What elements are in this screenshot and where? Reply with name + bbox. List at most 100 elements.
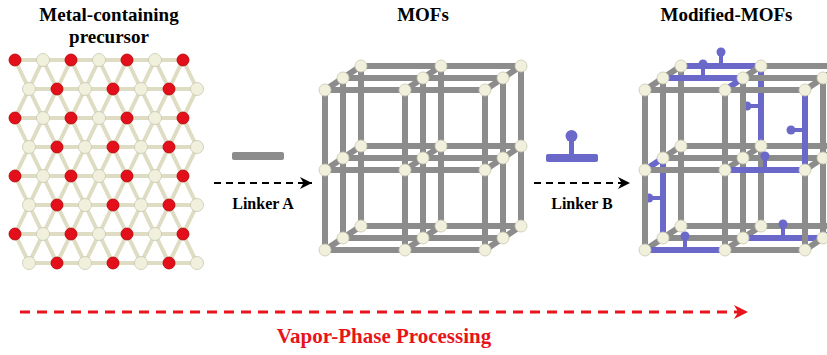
panel-heading: Modified-MOFs <box>630 4 823 26</box>
metal-node <box>657 72 669 84</box>
metal-node <box>399 84 411 96</box>
metal-node <box>417 232 429 244</box>
illustration-panel: Metal-containing precursor <box>4 4 214 312</box>
metal-node <box>337 152 349 164</box>
linker-b-icon <box>546 130 598 162</box>
metal-atom <box>23 199 36 212</box>
metal-atom <box>23 257 36 270</box>
metal-node <box>319 84 331 96</box>
metal-node <box>657 232 669 244</box>
linker-strut <box>761 63 827 69</box>
oxygen-atom <box>163 199 175 211</box>
oxygen-atom <box>9 170 21 182</box>
metal-node <box>319 164 331 176</box>
metal-node <box>355 220 367 232</box>
oxygen-atom <box>65 228 77 240</box>
linker-strut <box>325 167 405 173</box>
metal-node <box>799 244 811 256</box>
modified-mof-framework <box>639 48 827 257</box>
linker-strut <box>761 223 827 229</box>
linker-side-group <box>717 48 726 57</box>
linker-strut <box>361 143 441 149</box>
linker-strut <box>722 170 728 250</box>
linker-side-group <box>761 152 770 161</box>
metal-node <box>799 164 811 176</box>
metal-node <box>737 232 749 244</box>
metal-node <box>755 220 767 232</box>
linker-strut <box>343 235 423 241</box>
metal-node <box>675 60 687 72</box>
linker-strut <box>663 235 743 241</box>
oxygen-atom <box>177 54 189 66</box>
oxygen-atom <box>107 257 119 269</box>
metal-atom <box>37 112 50 125</box>
oxygen-atom <box>177 228 189 240</box>
linker-strut <box>423 155 503 161</box>
linker-strut <box>500 158 506 238</box>
linker-strut <box>361 223 441 229</box>
linker-strut <box>681 223 761 229</box>
linker-strut <box>441 63 521 69</box>
metal-atom <box>37 54 50 67</box>
metal-node <box>497 72 509 84</box>
linker-strut <box>325 247 405 253</box>
linker-strut <box>802 170 808 250</box>
oxygen-atom <box>51 199 63 211</box>
oxygen-atom <box>51 141 63 153</box>
metal-node <box>755 60 767 72</box>
metal-atom <box>135 141 148 154</box>
metal-node <box>817 152 827 164</box>
metal-node <box>435 140 447 152</box>
metal-atom <box>37 228 50 241</box>
linker-strut <box>322 90 328 170</box>
metal-node <box>817 232 827 244</box>
oxygen-atom <box>65 170 77 182</box>
oxygen-atom <box>121 54 133 66</box>
metal-node <box>719 164 731 176</box>
oxygen-atom <box>65 54 77 66</box>
oxygen-atom <box>107 83 119 95</box>
metal-node <box>737 152 749 164</box>
metal-node <box>337 232 349 244</box>
linker-strut <box>423 75 503 81</box>
metal-atom <box>149 112 162 125</box>
process-arrow <box>534 182 630 184</box>
linker-side-group <box>699 60 708 69</box>
panel-heading: MOFs <box>312 4 534 26</box>
metal-node <box>435 220 447 232</box>
metal-node <box>817 72 827 84</box>
metal-atom <box>79 199 92 212</box>
oxygen-atom <box>51 257 63 269</box>
metal-node <box>675 220 687 232</box>
metal-atom <box>37 170 50 183</box>
linker-strut <box>441 143 521 149</box>
metal-node <box>639 244 651 256</box>
metal-node <box>399 244 411 256</box>
metal-atom <box>79 257 92 270</box>
metal-node <box>675 140 687 152</box>
linker-strut <box>405 167 485 173</box>
oxygen-atom <box>65 112 77 124</box>
oxygen-atom <box>121 228 133 240</box>
metal-atom <box>149 170 162 183</box>
linker-strut <box>325 87 405 93</box>
arrow-label: Vapor-Phase Processing <box>275 324 493 349</box>
metal-node <box>355 60 367 72</box>
metal-atom <box>93 112 106 125</box>
metal-node <box>417 72 429 84</box>
linker-side-group <box>681 232 690 241</box>
metal-node <box>737 72 749 84</box>
metal-node <box>417 152 429 164</box>
oxygen-atom <box>107 199 119 211</box>
oxygen-atom <box>9 54 21 66</box>
metal-atom <box>191 257 204 270</box>
metal-atom <box>149 54 162 67</box>
linker-strut <box>343 75 423 81</box>
metal-node <box>719 244 731 256</box>
metal-atom <box>79 83 92 96</box>
metal-node <box>337 72 349 84</box>
metal-atom <box>135 257 148 270</box>
linker-strut <box>343 155 423 161</box>
linker-strut <box>725 247 805 253</box>
panel-heading: Metal-containing precursor <box>4 4 214 48</box>
